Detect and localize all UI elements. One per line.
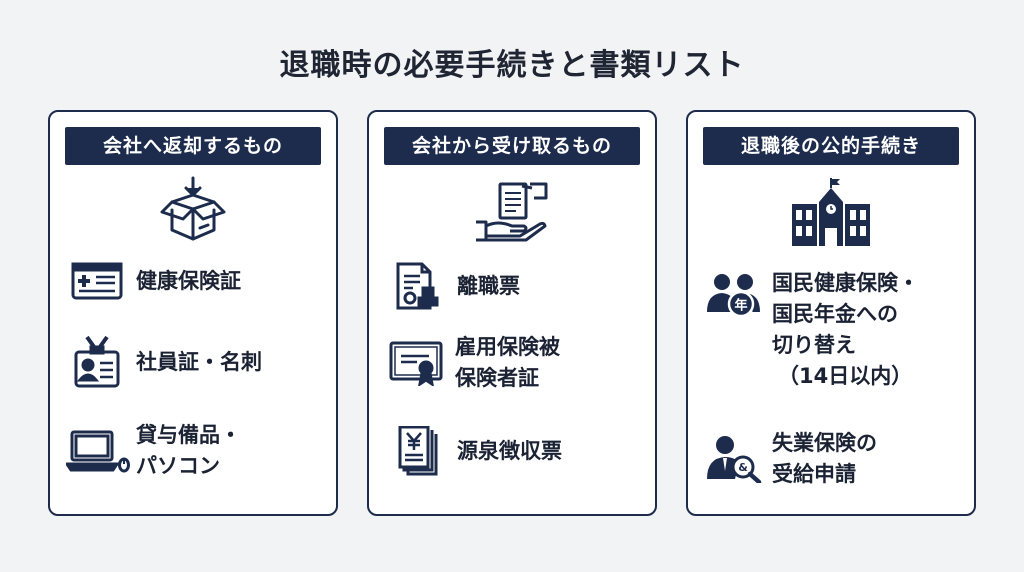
card-header: 会社から受け取るもの [384,127,640,165]
page-title: 退職時の必要手続きと書類リスト [279,48,745,83]
deadline-note: （14日以内） [778,364,913,388]
item-label: 社員証・名刺 [136,349,262,374]
item-text-group: 国民健康保険・ 国民年金への 切り替え （14日以内） [772,268,919,392]
laptop-mouse-icon [66,429,130,473]
card-receive-from-company: 会社から受け取るもの 離職票 [367,110,657,516]
stamped-document-icon [391,262,445,310]
list-item: 年 国民健康保険・ 国民年金への 切り替え （14日以内） [704,268,919,392]
card-return-to-company: 会社へ返却するもの 健康保険証 [48,110,338,516]
svg-text:年: 年 [734,298,747,314]
item-label: 国民健康保険・ 国民年金への 切り替え [772,271,919,357]
item-label: 健康保険証 [136,268,241,293]
box-return-icon [50,176,336,242]
card-header: 会社へ返却するもの [65,127,321,165]
item-label: 雇用保険被 保険者証 [455,335,560,390]
item-label: 源泉徴収票 [457,438,562,463]
svg-text:&: & [738,461,748,474]
list-item: 源泉徴収票 [391,426,562,476]
card-header: 退職後の公的手続き [703,127,959,165]
list-item: 離職票 [391,262,520,310]
item-label: 貸与備品・ パソコン [136,423,241,478]
government-building-icon [688,178,974,248]
list-item: & 失業保険の 受給申請 [704,428,877,490]
card-public-procedures: 退職後の公的手続き [686,110,976,516]
list-item: 雇用保険被 保険者証 [389,332,560,394]
people-pension-icon: 年 [704,268,764,318]
id-badge-icon [70,335,124,389]
certificate-icon [389,340,443,386]
job-search-person-icon: & [704,435,764,483]
yen-documents-icon [391,426,445,476]
health-card-icon [70,262,124,300]
list-item: 健康保険証 [70,262,241,300]
hand-receive-document-icon [369,178,655,242]
item-label: 離職票 [457,273,520,298]
list-item: 貸与備品・ パソコン [66,420,241,482]
item-label: 失業保険の 受給申請 [772,431,877,486]
list-item: 社員証・名刺 [70,335,262,389]
